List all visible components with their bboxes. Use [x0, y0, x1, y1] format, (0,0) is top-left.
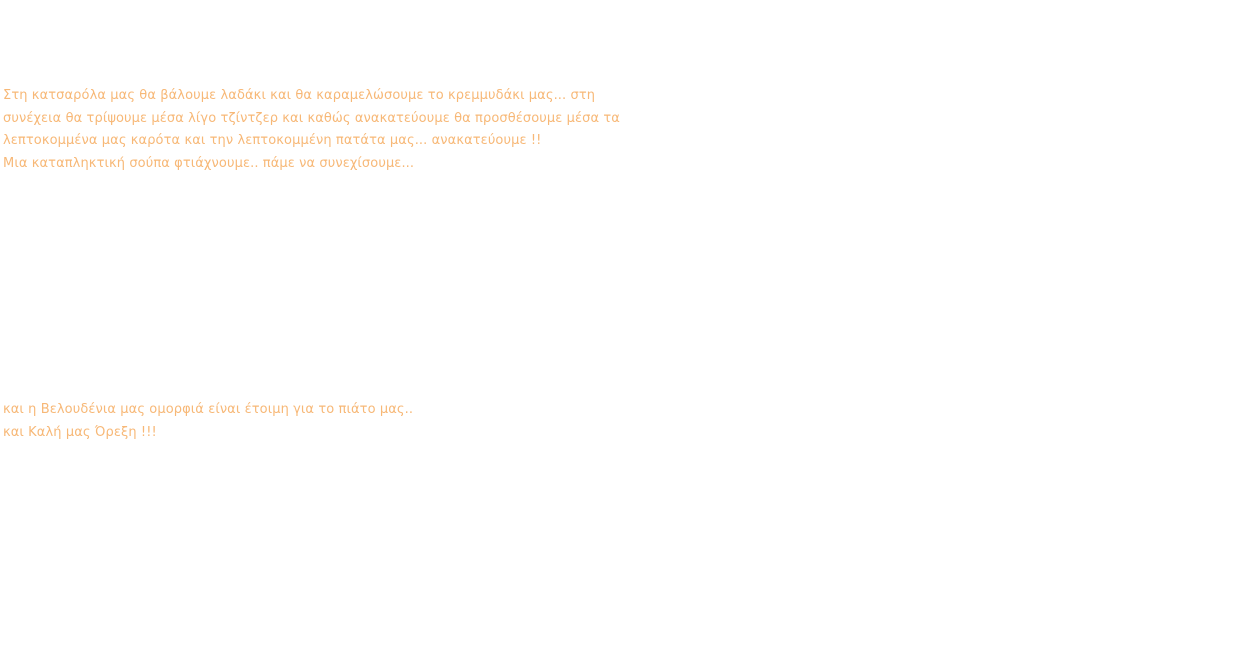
text-line: και Καλή μας Όρεξη !!!	[3, 424, 157, 440]
text-line: Στη κατσαρόλα μας θα βάλουμε λαδάκι και …	[3, 88, 596, 103]
text-line: και η Βελουδένια μας ομορφιά είναι έτοιμ…	[3, 402, 414, 417]
recipe-closing-paragraph: και η Βελουδένια μας ομορφιά είναι έτοιμ…	[3, 399, 603, 444]
text-line: Μια καταπληκτική σούπα φτιάχνουμε.. πάμε…	[3, 155, 415, 171]
recipe-step-paragraph: Στη κατσαρόλα μας θα βάλουμε λαδάκι και …	[3, 85, 620, 175]
text-line: λεπτοκομμένα μας καρότα και την λεπτοκομ…	[3, 133, 542, 148]
text-line: συνέχεια θα τρίψουμε μέσα λίγο τζίντζερ …	[3, 110, 620, 126]
